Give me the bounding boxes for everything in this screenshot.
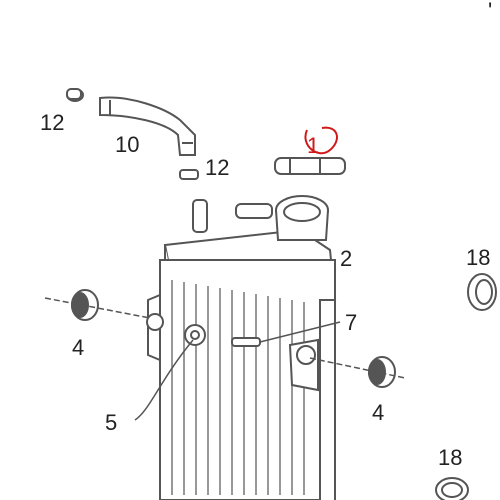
mount-lug-center <box>184 324 206 346</box>
hose-10[interactable] <box>99 96 196 156</box>
callout-4-left: 4 <box>72 335 84 360</box>
mount-lug-left <box>146 293 164 362</box>
leader-7 <box>259 321 341 343</box>
screw-7[interactable] <box>231 337 261 347</box>
leader-4-right <box>309 357 406 379</box>
mount-lug-right <box>288 338 319 392</box>
clamp-12-upper[interactable] <box>66 88 84 102</box>
callout-2: 2 <box>340 246 352 271</box>
callout-10: 10 <box>115 132 139 157</box>
clamp-12-lower[interactable] <box>179 169 199 180</box>
callout-7: 7 <box>345 310 357 335</box>
callout-18-upper: 18 <box>466 245 490 270</box>
highlight-circle <box>304 126 338 155</box>
callout-1: 1 <box>307 133 319 158</box>
callout-4-right: 4 <box>372 400 384 425</box>
callout-12-lower: 12 <box>205 155 229 180</box>
callout-18-lower: 18 <box>438 445 462 470</box>
tube-1[interactable] <box>274 157 346 175</box>
corner-mark: ' <box>488 0 492 23</box>
callout-5: 5 <box>105 410 117 435</box>
clamp-18-upper[interactable] <box>467 273 497 311</box>
leader-5 <box>134 339 194 421</box>
callout-12-upper: 12 <box>40 110 64 135</box>
clamp-18-lower[interactable] <box>435 477 469 500</box>
radiator-core-fins <box>171 280 305 495</box>
